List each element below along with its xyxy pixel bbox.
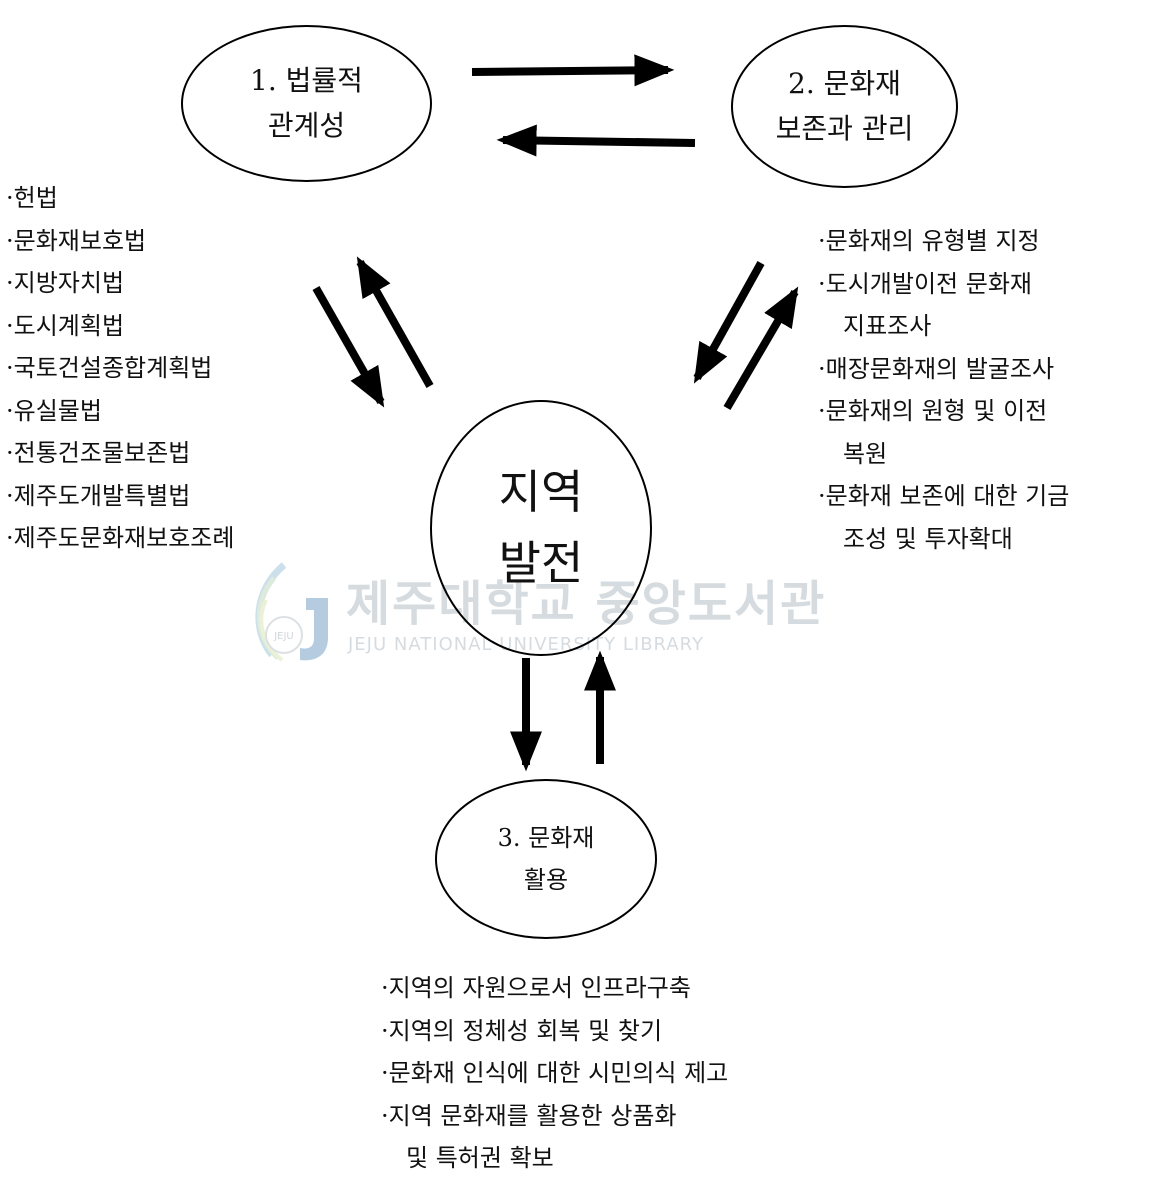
node-label: 1. 법률적 관계성 — [250, 59, 363, 149]
arrow-preservation-to-legal — [496, 124, 696, 157]
arrow-center-to-legal — [356, 256, 434, 388]
list-item: ·지역 문화재를 활용한 상품화 — [381, 1101, 677, 1130]
arrow-legal-to-center — [312, 286, 385, 408]
node-label-line2: 보존과 관리 — [775, 111, 914, 145]
list-item: ·전통건조물보존법 — [6, 439, 191, 467]
node-label-line2: 관계성 — [267, 108, 346, 142]
list-item: ·지방자치법 — [6, 269, 125, 297]
node-label: 2. 문화재 보존과 관리 — [776, 62, 914, 152]
list-item: ·지역의 정체성 회복 및 찾기 — [381, 1016, 663, 1045]
arrow-preservation-to-center — [693, 261, 765, 384]
list-item: ·문화재 보존에 대한 기금 — [818, 482, 1070, 510]
library-logo-icon: JEJU — [255, 562, 328, 662]
list-item: ·헌법 — [6, 184, 58, 212]
node-label-line2: 발전 — [498, 536, 584, 590]
list-item: ·도시계획법 — [6, 311, 125, 340]
node-legal-relations: 1. 법률적 관계성 — [181, 25, 432, 182]
list-item-continuation: 지표조사 — [843, 312, 932, 340]
list-item: ·매장문화재의 발굴조사 — [818, 354, 1055, 383]
list-item: ·유실물법 — [6, 396, 102, 425]
list-item: ·지역의 자원으로서 인프라구축 — [381, 974, 691, 1002]
list-item: ·제주도문화재보호조례 — [6, 524, 235, 552]
list-item: ·문화재보호법 — [6, 226, 147, 255]
list-item-continuation: 조성 및 투자확대 — [843, 524, 1013, 553]
arrow-center-to-preservation — [723, 286, 799, 411]
logo-text: JEJU — [273, 631, 294, 642]
node-preservation-management: 2. 문화재 보존과 관리 — [731, 25, 958, 188]
list-item-continuation: 및 특허권 확보 — [406, 1144, 554, 1172]
node-utilization: 3. 문화재 활용 — [435, 779, 657, 939]
node-label-line1: 1. 법률적 — [250, 63, 363, 97]
node-label: 지역 발전 — [499, 457, 584, 600]
node-label-line2: 활용 — [523, 866, 569, 894]
arrow-legal-to-preservation — [471, 54, 675, 87]
utilization-list: ·지역의 자원으로서 인프라구축 ·지역의 정체성 회복 및 찾기 ·문화재 인식에… — [381, 967, 728, 1180]
list-item: ·문화재의 유형별 지정 — [818, 227, 1040, 255]
laws-list: ·헌법 ·문화재보호법 ·지방자치법 ·도시계획법 ·국토건설종합계획법 ·유실… — [6, 177, 234, 560]
node-regional-development: 지역 발전 — [430, 400, 652, 656]
node-label-line1: 2. 문화재 — [788, 66, 901, 100]
list-item: ·문화재 인식에 대한 시민의식 제고 — [381, 1059, 729, 1087]
node-label-line1: 지역 — [498, 464, 584, 519]
list-item-continuation: 복원 — [843, 439, 888, 468]
node-label: 3. 문화재 활용 — [498, 817, 595, 901]
list-item: ·제주도개발특별법 — [6, 481, 191, 510]
list-item: ·문화재의 원형 및 이전 — [818, 397, 1048, 425]
list-item: ·도시개발이전 문화재 — [818, 269, 1032, 298]
node-label-line1: 3. 문화재 — [497, 824, 595, 852]
list-item: ·국토건설종합계획법 — [6, 354, 213, 382]
